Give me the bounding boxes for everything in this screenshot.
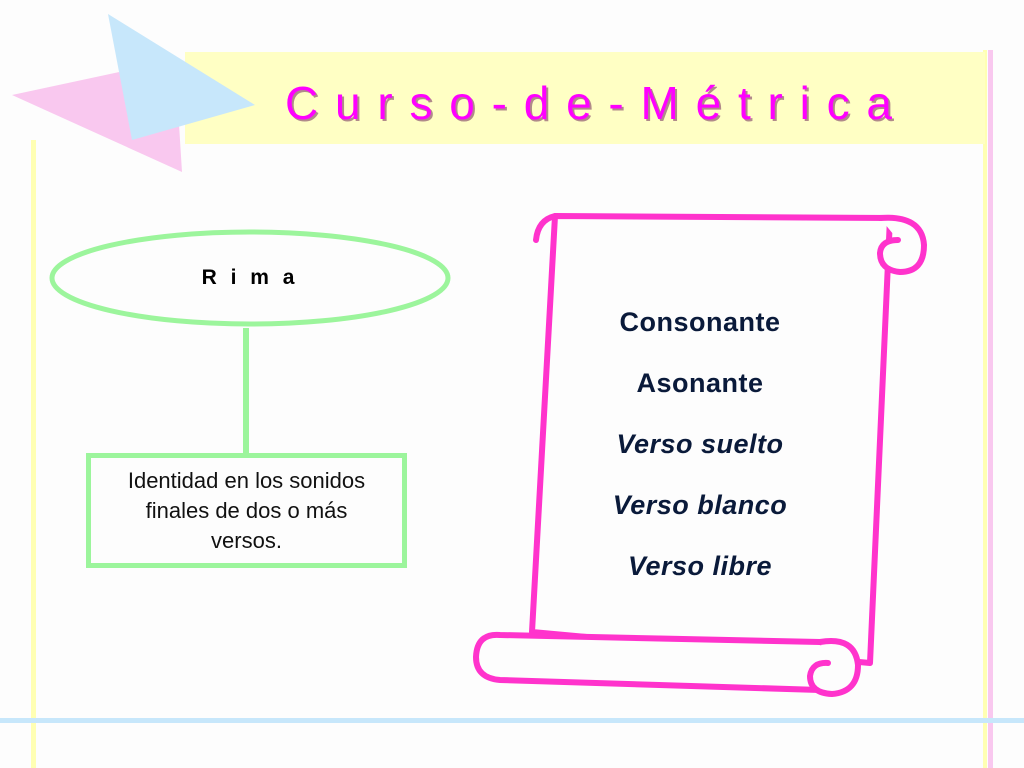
- rhyme-type-item: Verso blanco: [612, 490, 788, 520]
- definition-box: Identidad en los sonidos finales de dos …: [86, 453, 407, 568]
- concept-label: R i m a: [201, 266, 299, 289]
- frame-line-right-pink: [988, 50, 993, 768]
- page-title: C u r s o - d e - M é t r i c a: [285, 77, 895, 129]
- definition-text: Identidad en los sonidos finales de dos …: [127, 467, 366, 553]
- frame-line-left: [31, 140, 36, 768]
- frame-line-bottom: [0, 718, 1024, 723]
- blue-triangle: [108, 14, 255, 140]
- decorative-triangles: [12, 14, 255, 172]
- frame-line-right-yellow: [983, 50, 987, 768]
- rhyme-type-item: Consonante: [619, 307, 781, 337]
- rhyme-type-item: Verso suelto: [616, 429, 784, 459]
- scroll-shape: [473, 213, 927, 697]
- rhyme-type-item: Verso libre: [627, 551, 773, 581]
- rhyme-type-item: Asonante: [636, 368, 764, 398]
- title-band: [185, 52, 985, 144]
- concept-ellipse: [49, 229, 451, 327]
- connector-line: [243, 328, 249, 453]
- rhyme-types-list: Consonante Asonante Verso suelto Verso b…: [555, 292, 845, 597]
